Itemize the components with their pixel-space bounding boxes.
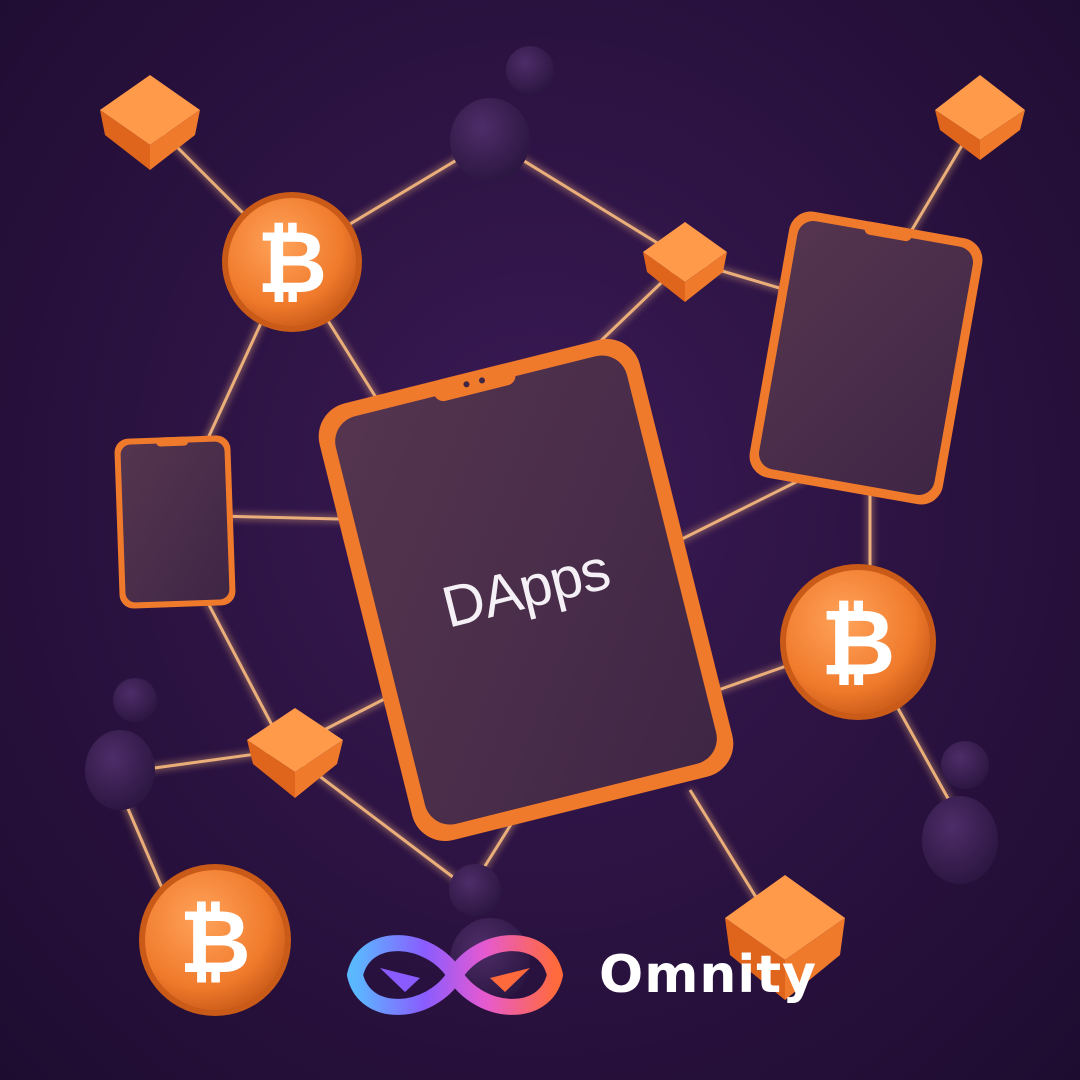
bitcoin-coin-right: ₿ <box>780 564 936 720</box>
person-figure-top <box>450 46 554 182</box>
bitcoin-coin-top: ₿ <box>222 192 362 332</box>
phone-right <box>749 211 983 505</box>
bitcoin-icon: ₿ <box>257 213 327 313</box>
cube-lower-left <box>247 708 343 798</box>
phone-small-left <box>114 435 236 609</box>
bitcoin-icon: ₿ <box>179 890 251 993</box>
bitcoin-icon: ₿ <box>821 589 896 696</box>
phone-main: DApps <box>318 338 734 842</box>
cube-top-left <box>100 75 200 170</box>
person-figure-right <box>922 741 998 884</box>
bitcoin-coin-bottom-left: ₿ <box>139 864 291 1016</box>
brand-lockup: Omnity <box>335 920 835 1030</box>
cube-bottom-right <box>725 875 845 1000</box>
person-figure-left <box>85 678 157 810</box>
brand-name: Omnity <box>599 945 817 1005</box>
cube-center <box>643 222 727 302</box>
cube-top-right <box>935 75 1025 160</box>
infinity-eyes-logo-icon <box>347 935 563 1015</box>
